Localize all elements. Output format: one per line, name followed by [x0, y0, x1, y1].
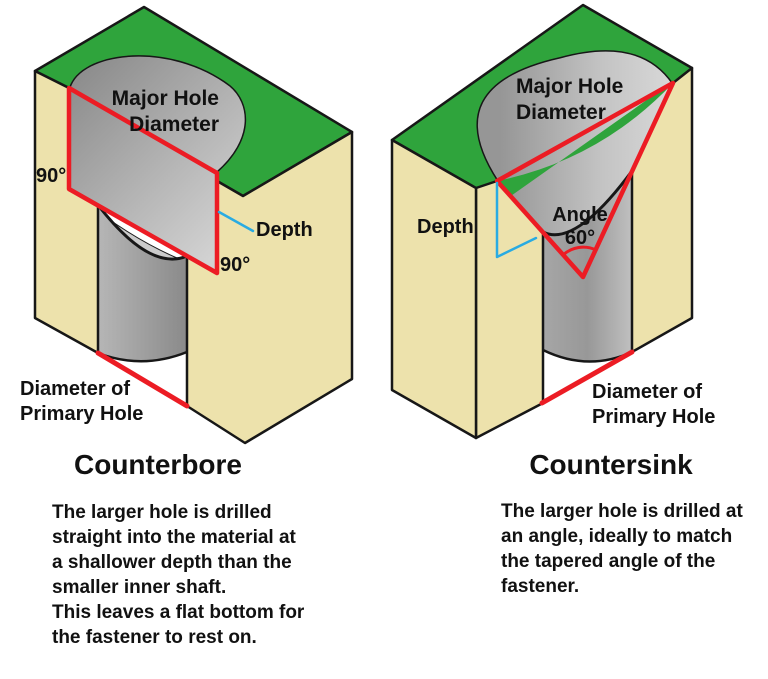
countersink-depth-bracket [495, 181, 538, 259]
counterbore-depth-label: Depth [256, 219, 313, 241]
countersink-angle-arc [561, 245, 598, 257]
counterbore-top-face [35, 7, 352, 196]
counterbore-major-hole-label: Major Hole Diameter [111, 87, 219, 136]
counterbore-90deg-bottom-label: 90° [220, 254, 251, 276]
countersink-left-face [390, 138, 478, 440]
counterbore-depth-line [217, 210, 255, 233]
countersink-depth-label: Depth [417, 216, 474, 238]
counterbore-shaft-rim [96, 203, 189, 261]
counterbore-primary-diameter-highlight [95, 350, 190, 409]
counterbore-block [33, 5, 354, 445]
countersink-primary-diameter-highlight [539, 349, 635, 406]
countersink-rim-arc [474, 48, 675, 183]
counterbore-cut-plane [69, 88, 217, 273]
countersink-top-face [392, 5, 692, 203]
countersink-cone-wall [476, 50, 673, 278]
counterbore-description: The larger hole is drilled straight into… [52, 502, 305, 648]
countersink-section-highlight [494, 80, 676, 280]
countersink-primary-hole-label: Diameter of Primary Hole [592, 381, 716, 428]
countersink-shaft-rim [541, 169, 634, 237]
counterbore-primary-shaft [98, 205, 187, 362]
countersink-block [390, 3, 694, 440]
counterbore-primary-hole-label: Diameter of Primary Hole [20, 378, 144, 425]
counterbore-90deg-top-label: 90° [36, 165, 67, 187]
countersink-description: The larger hole is drilled at an angle, … [501, 501, 743, 597]
countersink-title: Countersink [529, 449, 693, 480]
countersink-major-hole-label: Major Hole Diameter [516, 75, 624, 124]
counterbore-section-highlight [66, 85, 220, 276]
countersink-angle-label: Angle 60° [552, 204, 608, 249]
counterbore-title: Counterbore [74, 449, 242, 480]
